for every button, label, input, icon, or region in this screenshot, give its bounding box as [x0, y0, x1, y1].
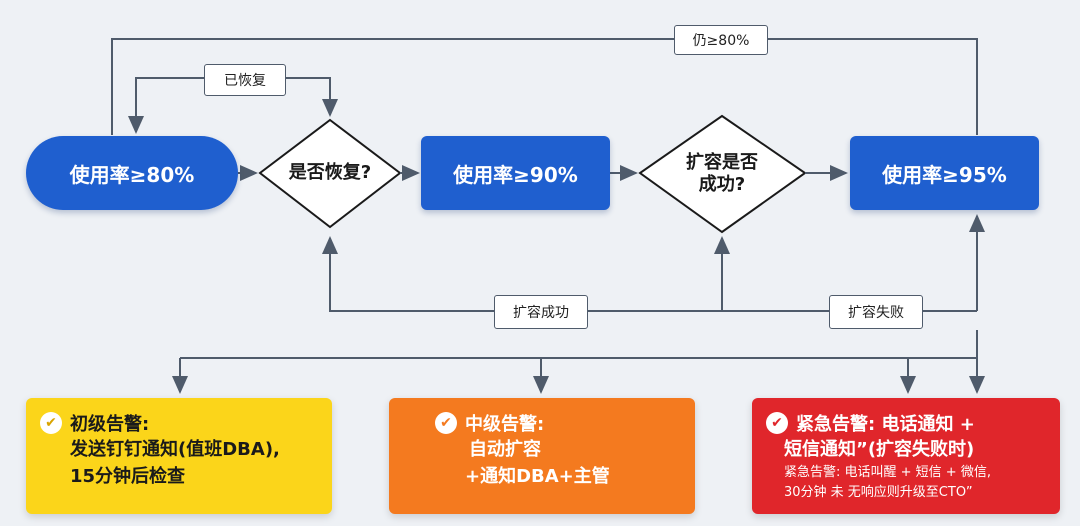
alert-medium-line1: 自动扩容 — [469, 439, 541, 460]
alert-primary-title: 初级告警: — [70, 414, 150, 435]
check-icon: ✔ — [435, 412, 457, 434]
alert-urgent-line1: 短信通知”(扩容失败时) — [784, 439, 975, 460]
alert-medium-title: 中级告警: — [465, 414, 545, 435]
decision-recovered-diamond — [258, 118, 402, 229]
check-icon: ✔ — [766, 412, 788, 434]
edge-expand-succeeded — [322, 236, 977, 312]
alert-primary-line2: 15分钟后检查 — [70, 466, 186, 487]
alert-urgent: ✔ 紧急告警: 电话通知 + 短信通知”(扩容失败时) 紧急告警: 电话叫醒 +… — [752, 398, 1060, 514]
decision-recovered-label: 是否恢复? — [288, 161, 372, 183]
alert-primary-line1: 发送钉钉通知(值班DBA), — [70, 439, 280, 460]
alert-medium-line2: +通知DBA+主管 — [465, 466, 610, 487]
edge-label-expand-succeeded: 扩容成功 — [494, 295, 588, 329]
alert-urgent-title: 紧急告警: 电话通知 + — [796, 414, 975, 435]
edge-still-80 — [111, 38, 978, 135]
decision-expand-diamond — [638, 114, 807, 234]
alert-urgent-line2: 紧急告警: 电话叫醒 + 短信 + 微信, — [784, 465, 991, 480]
alert-medium: ✔ 中级告警: 自动扩容 +通知DBA+主管 — [389, 398, 695, 514]
node-usage-95: 使用率≥95% — [850, 136, 1039, 210]
node-usage-80: 使用率≥80% — [26, 136, 238, 210]
edge-label-expand-failed: 扩容失败 — [829, 295, 923, 329]
decision-expand-line2: 成功? — [698, 174, 746, 195]
alert-primary: ✔ 初级告警: 发送钉钉通知(值班DBA), 15分钟后检查 — [26, 398, 332, 514]
decision-expand-label: 扩容是否 成功? — [655, 148, 789, 200]
node-usage-90: 使用率≥90% — [421, 136, 610, 210]
edge-label-recovered: 已恢复 — [204, 64, 286, 96]
edge-label-still-80: 仍≥80% — [674, 25, 768, 55]
check-icon: ✔ — [40, 412, 62, 434]
alert-urgent-line3: 30分钟 未 无响应则升级至CTO” — [784, 485, 973, 500]
decision-expand-line1: 扩容是否 — [686, 151, 758, 173]
